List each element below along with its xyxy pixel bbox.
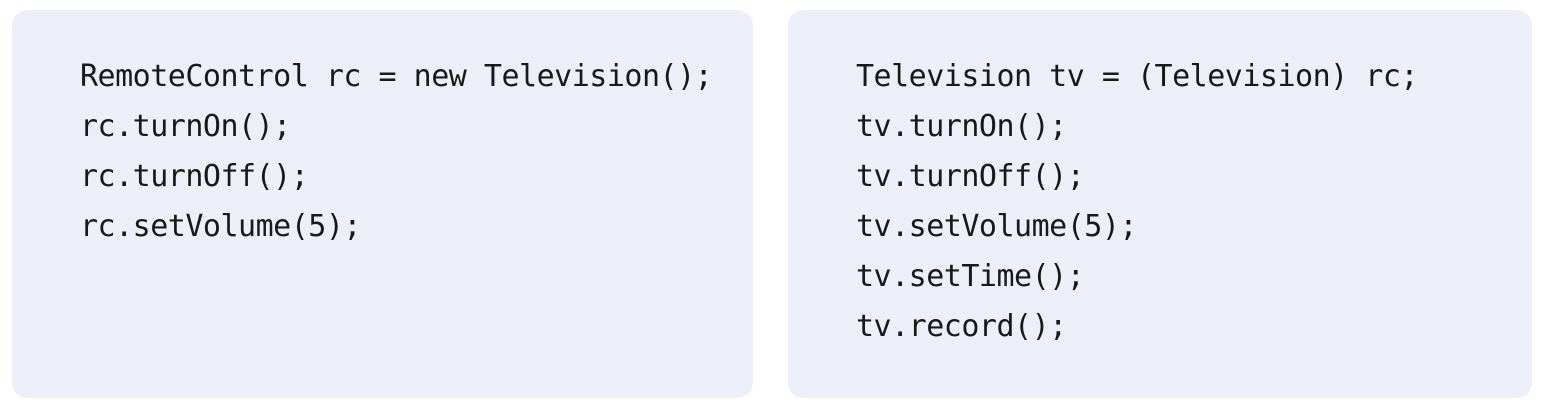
code-panel-left: RemoteControl rc = new Television(); rc.… xyxy=(12,10,753,398)
code-panel-right: Television tv = (Television) rc; tv.turn… xyxy=(788,10,1532,398)
code-line: rc.turnOn(); xyxy=(80,109,291,144)
code-line: tv.setTime(); xyxy=(856,259,1085,294)
code-line: Television tv = (Television) rc; xyxy=(856,59,1418,94)
code-line: tv.record(); xyxy=(856,309,1067,344)
code-line: tv.turnOff(); xyxy=(856,159,1085,194)
code-line: rc.setVolume(5); xyxy=(80,209,361,244)
code-line: tv.setVolume(5); xyxy=(856,209,1137,244)
code-line: tv.turnOn(); xyxy=(856,109,1067,144)
code-line: RemoteControl rc = new Television(); xyxy=(80,59,713,94)
code-line: rc.turnOff(); xyxy=(80,159,309,194)
